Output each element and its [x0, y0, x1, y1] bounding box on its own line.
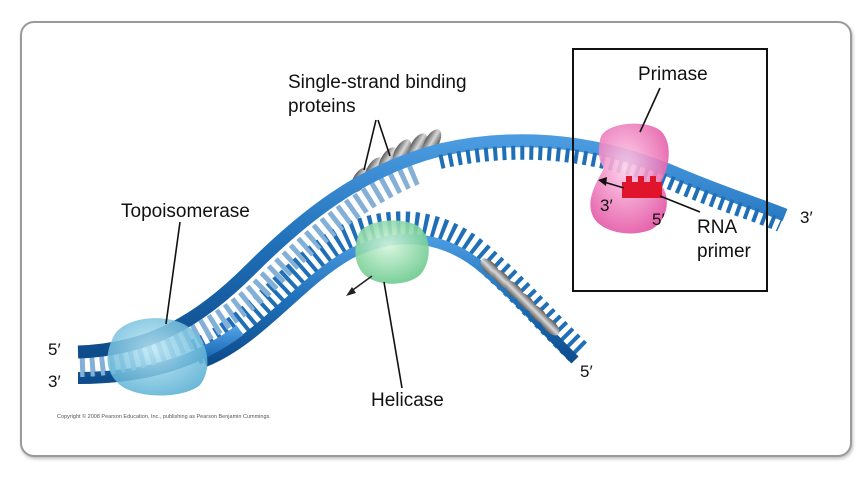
ssb-label-line1: Single-strand binding [288, 72, 467, 93]
lagging-end-label: 5′ [580, 362, 593, 381]
primer-5-end-label: 5′ [652, 210, 665, 229]
primer-arrow [603, 181, 625, 189]
copyright-text: Copyright © 2008 Pearson Education, Inc.… [57, 414, 271, 420]
helicase-direction-arrow [349, 275, 373, 293]
primase-zoom-box [572, 48, 768, 292]
primer-3-end-label: 3′ [600, 196, 613, 215]
leader-lines [165, 87, 701, 389]
ssb-label-line2: proteins [288, 96, 356, 117]
right-top-end-label: 3′ [800, 208, 813, 227]
topoisomerase-label: Topoisomerase [121, 201, 250, 222]
helicase-arrowhead [346, 287, 356, 296]
topoisomerase-protein [107, 318, 208, 396]
left-bottom-end-label: 3′ [48, 372, 61, 391]
rna-primer-shape [622, 176, 662, 198]
left-top-end-label: 5′ [48, 340, 61, 359]
rna-primer-label-line1: RNA [697, 217, 738, 238]
primer-arrowhead [598, 177, 607, 186]
ssb-proteins-lower [480, 258, 560, 336]
helicase-label: Helicase [371, 390, 444, 411]
rna-primer-label-line2: primer [697, 241, 751, 262]
helicase-protein [355, 220, 429, 284]
primase-label: Primase [638, 64, 708, 85]
